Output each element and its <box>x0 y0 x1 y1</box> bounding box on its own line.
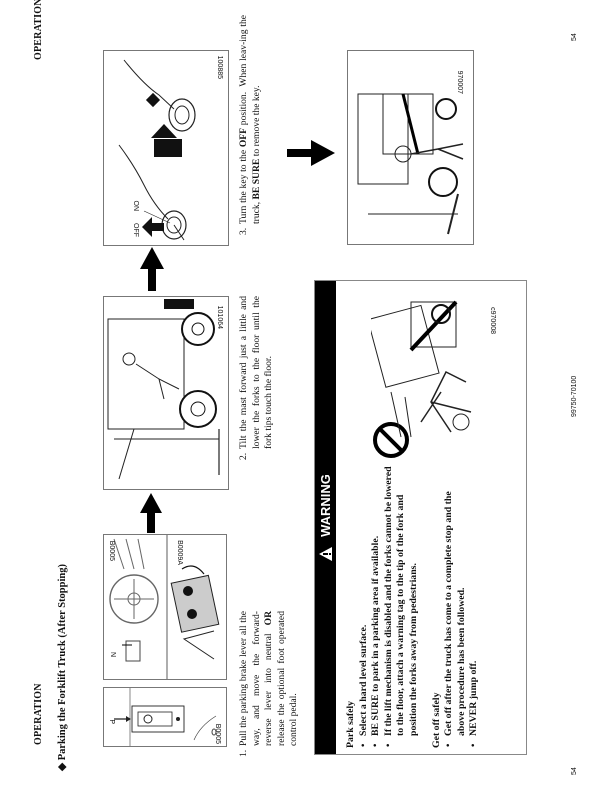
figure-parking-brake: P B0005 <box>103 687 227 747</box>
figure-lower-forks: 101064 <box>103 296 229 490</box>
arrow-down-icon <box>287 140 335 166</box>
warning-text: Park safely Select a hard level surface.… <box>345 466 481 748</box>
arrow-right-icon <box>140 493 162 533</box>
off-label: OFF <box>132 223 139 237</box>
forklift-lowering-forks-illustration <box>107 299 220 480</box>
warning-box: WARNING Park safely Select a hard level … <box>314 280 527 755</box>
diamond-bullet-icon: ◆ <box>57 762 68 771</box>
step-2-text: Tilt the mast forward just a little and … <box>238 296 274 449</box>
figure-label: 101064 <box>216 305 223 329</box>
figure-label: B0005 <box>108 540 115 561</box>
step-2: 2. Tilt the mast forward just a little a… <box>238 296 274 460</box>
operator-leaving-truck-illustration <box>357 93 464 235</box>
figure-label: 970007 <box>456 70 463 94</box>
step-3: 3. Turn the key to the OFF position. Whe… <box>238 15 262 235</box>
section-title: ◆ Parking the Forklift Truck (After Stop… <box>57 564 68 771</box>
step-3-text: Turn the key to the OFF position. When l… <box>238 15 262 224</box>
step-1-text: Pull the parking brake lever all the way… <box>238 611 299 746</box>
warning-item: BE SURE to park in a parking area if ava… <box>370 466 383 748</box>
lever-p-label: P <box>108 719 115 724</box>
header-right: OPERATION <box>33 0 44 60</box>
document-number: 99750-70100 <box>571 375 578 417</box>
figure-label: B0009A <box>176 540 183 565</box>
figure-label: c970008 <box>489 307 496 334</box>
figure-neutral-lever: N B0005 B0009A <box>103 534 227 680</box>
header-left: OPERATION <box>33 683 44 745</box>
warning-triangle-icon <box>319 546 332 561</box>
steering-and-pedal-illustration <box>109 535 220 679</box>
prohibition-icon <box>373 422 409 458</box>
jumping-off-truck-illustration <box>371 300 472 438</box>
warning-item: NEVER jump off. <box>468 466 481 748</box>
parking-brake-illustration <box>114 688 217 746</box>
figure-label: B0005 <box>214 723 221 744</box>
figure-label: 100885 <box>216 55 223 79</box>
lever-n-label: N <box>109 651 116 657</box>
warning-header: WARNING <box>315 281 336 754</box>
warning-item: Get off after the truck has come to a co… <box>443 466 468 748</box>
arrow-right-icon <box>140 247 164 291</box>
figure-key-off: OFF ON 100885 <box>103 50 229 246</box>
page-number-left: 54 <box>571 767 578 775</box>
step-1: 1. Pull the parking brake lever all the … <box>238 611 299 757</box>
warning-item: Select a hard level surface. <box>358 466 371 748</box>
ignition-key-illustration <box>118 59 196 241</box>
page-number-right: 54 <box>571 33 578 41</box>
warning-item: If the lift mechanism is disabled and th… <box>383 466 421 748</box>
figure-leave-truck: 970007 <box>347 50 474 245</box>
on-label: ON <box>132 200 139 212</box>
